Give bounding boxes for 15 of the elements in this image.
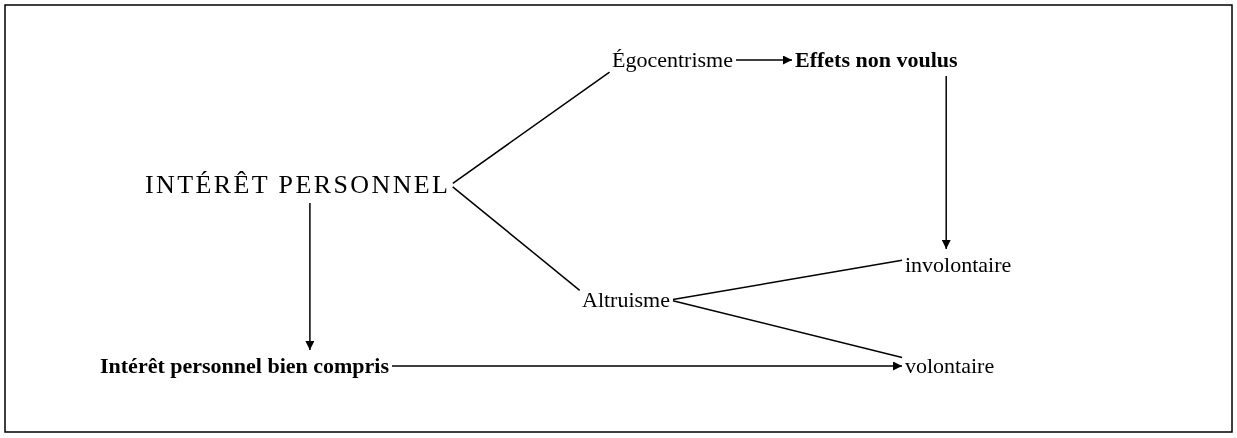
node-label: Effets non voulus [795,47,958,73]
node-label: volontaire [905,353,995,379]
arrow [735,55,793,65]
node-label: Intérêt personnel bien compris [100,353,390,379]
arrow [305,202,315,351]
connector-line [452,71,611,184]
connector-line [672,259,903,301]
node-label: involontaire [905,252,1012,278]
node-label: Altruisme [582,287,670,313]
connector-line [672,299,903,359]
arrow [941,75,951,250]
node-label: Égocentrisme [612,47,733,73]
node-label: INTÉRÊT PERSONNEL [145,172,451,198]
arrow [391,361,903,371]
connector-line [451,186,581,292]
